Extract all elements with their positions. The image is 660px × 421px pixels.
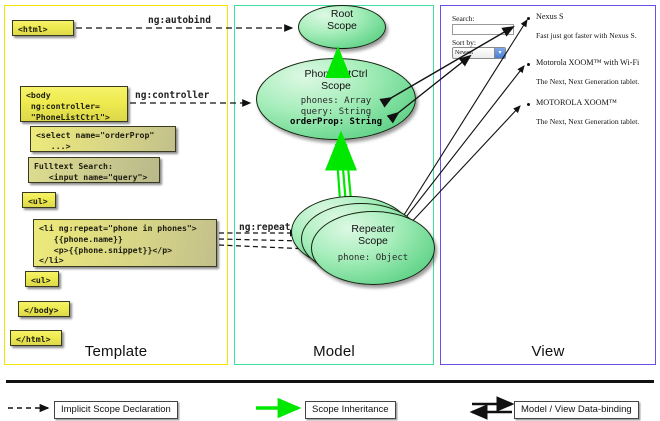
code-box-ul-close: <ul> <box>25 271 59 287</box>
legend-label-model-view-data-binding: Model / View Data-binding <box>514 401 639 419</box>
view-phone-name: Nexus S <box>536 12 564 21</box>
view-phone-name: MOTOROLA XOOM™ <box>536 98 617 107</box>
column-label-model: Model <box>313 343 355 360</box>
scope-phonelistctrl-title: PhoneListCtrl Scope <box>304 68 368 93</box>
label-ng-controller: ng:controller <box>135 90 210 101</box>
list-bullet <box>527 63 530 66</box>
view-search-input[interactable] <box>452 24 514 35</box>
code-box-select: <select name="orderProp" ...> <box>30 126 176 152</box>
chevron-down-icon[interactable]: ▾ <box>494 48 505 58</box>
code-box-fulltext-search: Fulltext Search: <input name="query"> <box>28 157 160 183</box>
column-label-view: View <box>531 343 565 360</box>
legend-divider <box>6 380 654 383</box>
code-box-li-ngrepeat: <li ng:repeat="phone in phones"> {{phone… <box>33 219 217 267</box>
scope-root-title: Root Scope <box>327 8 357 33</box>
code-box-body-open: <body ng:controller= "PhoneListCtrl"> <box>20 86 128 122</box>
code-box-html-open: <html> <box>12 20 74 36</box>
column-label-template: Template <box>84 343 148 360</box>
view-search-label: Search: <box>452 14 475 23</box>
view-phone-name: Motorola XOOM™ with Wi-Fi <box>536 58 640 67</box>
list-bullet <box>527 17 530 20</box>
scope-repeater-title: Repeater Scope <box>351 223 395 248</box>
list-bullet <box>527 103 530 106</box>
view-sort-label: Sort by: <box>452 38 476 47</box>
scope-root: Root Scope <box>298 5 386 49</box>
code-box-ul-open: <ul> <box>22 192 56 208</box>
scope-repeater: Repeater Scope phone: Object <box>311 211 435 285</box>
view-phone-snippet: The Next, Next Generation tablet. <box>536 117 640 126</box>
code-box-body-close: </body> <box>18 301 70 317</box>
view-sort-selected-value: Newest <box>455 50 473 56</box>
legend-label-implicit-scope-declaration: Implicit Scope Declaration <box>54 401 178 419</box>
code-box-html-close: </html> <box>10 330 62 346</box>
label-ng-repeat: ng:repeat <box>239 222 291 233</box>
view-phone-snippet: Fast just got faster with Nexus S. <box>536 31 637 40</box>
scope-repeater-props: phone: Object <box>337 252 409 263</box>
label-ng-autobind: ng:autobind <box>148 15 211 26</box>
view-sort-select[interactable]: Newest ▾ <box>452 47 506 59</box>
legend-label-scope-inheritance: Scope Inheritance <box>305 401 396 419</box>
view-phone-snippet: The Next, Next Generation tablet. <box>536 77 640 86</box>
scope-phonelistctrl-props: phones: Array query: String orderProp: S… <box>289 95 383 128</box>
scope-phonelistctrl: PhoneListCtrl Scope phones: Array query:… <box>256 58 416 140</box>
